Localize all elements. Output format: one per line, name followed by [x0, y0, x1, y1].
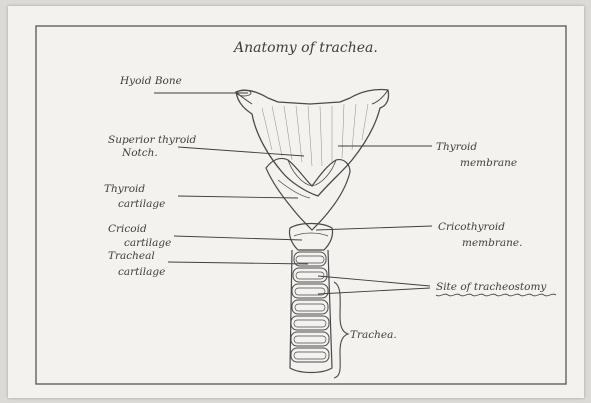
label-tracheal-cartilage-1: Tracheal: [108, 250, 155, 262]
label-thyroid-cartilage-1: Thyroid: [104, 183, 145, 195]
label-thyroid-cartilage-2: cartilage: [118, 198, 165, 210]
tracheostomy-underline: [436, 294, 556, 296]
label-cricoid-cartilage-2: cartilage: [124, 237, 171, 249]
label-thyroid-membrane-1: Thyroid: [436, 141, 477, 153]
leader-lines: [154, 93, 432, 294]
label-cricothyroid-1: Cricothyroid: [438, 221, 505, 233]
label-tracheostomy-site: Site of tracheostomy: [436, 281, 547, 293]
thyroid-membrane-shape: [236, 89, 389, 196]
membrane-shading: [262, 104, 368, 166]
trachea-brace: [334, 282, 348, 378]
label-thyroid-membrane-2: membrane: [460, 157, 517, 169]
label-cricoid-cartilage-1: Cricoid: [108, 223, 147, 235]
diagram-title: Anatomy of trachea.: [232, 40, 378, 56]
thyroid-cartilage-shape: [266, 158, 350, 230]
label-cricothyroid-2: membrane.: [462, 237, 522, 249]
cricoid-cartilage-shape: [289, 224, 332, 251]
tracheal-rings: [290, 250, 332, 373]
label-superior-notch-1: Superior thyroid: [108, 134, 197, 146]
label-superior-notch-2: Notch.: [121, 147, 158, 159]
label-hyoid-bone: Hyoid Bone: [119, 75, 182, 87]
label-trachea: Trachea.: [350, 329, 397, 341]
label-tracheal-cartilage-2: cartilage: [118, 266, 165, 278]
